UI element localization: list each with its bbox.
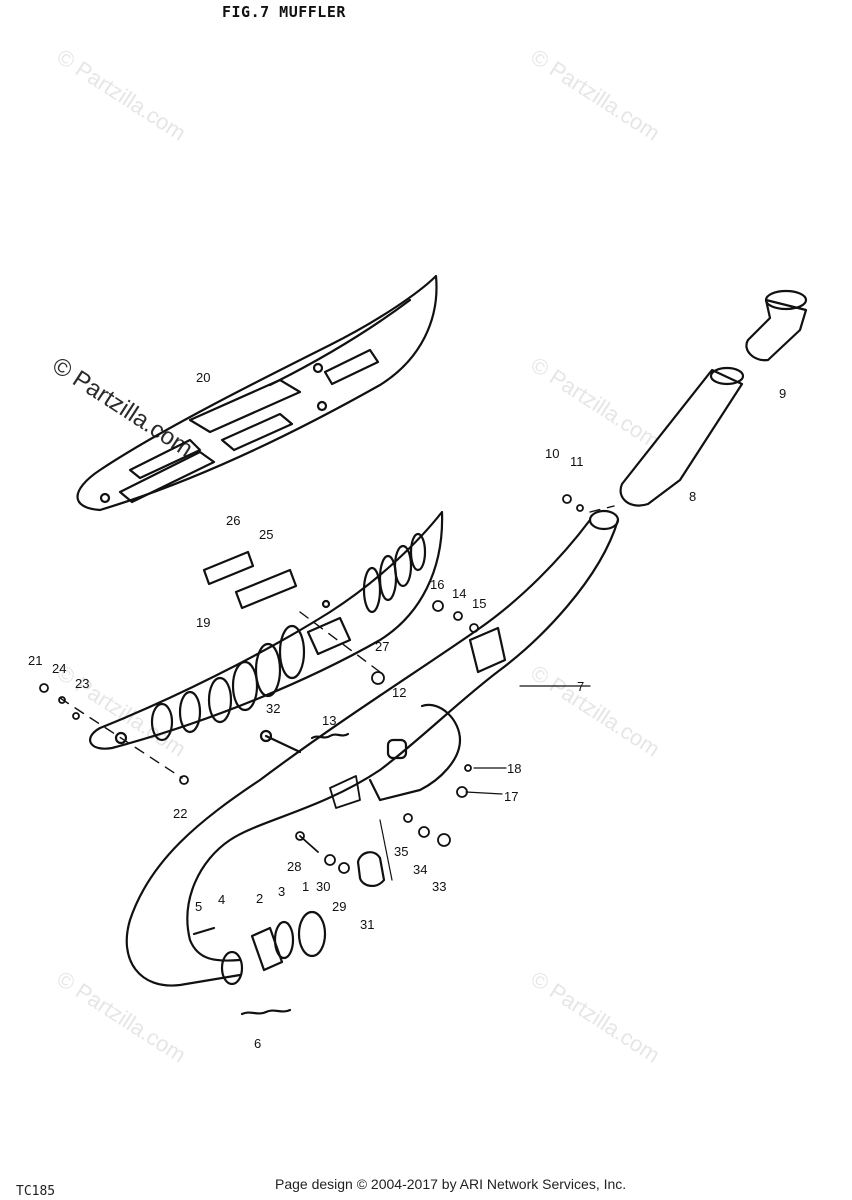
bolt-32 bbox=[264, 734, 302, 754]
callout-22: 22 bbox=[173, 806, 187, 821]
bolt-5 bbox=[192, 926, 216, 936]
bracket-31 bbox=[356, 851, 386, 887]
callout-12: 12 bbox=[392, 685, 406, 700]
callout-7: 7 bbox=[577, 679, 584, 694]
callout-20: 20 bbox=[196, 370, 210, 385]
end-cap bbox=[745, 289, 808, 362]
callout-14: 14 bbox=[452, 586, 466, 601]
callout-10: 10 bbox=[545, 446, 559, 461]
heat-shield-upper bbox=[76, 274, 438, 512]
callout-8: 8 bbox=[689, 489, 696, 504]
callout-35: 35 bbox=[394, 844, 408, 859]
callout-28: 28 bbox=[287, 859, 301, 874]
callout-17: 17 bbox=[504, 789, 518, 804]
gasket-1 bbox=[297, 910, 327, 958]
emblem-plates bbox=[202, 550, 298, 610]
model-code: TC185 bbox=[16, 1184, 56, 1199]
callout-2: 2 bbox=[256, 891, 263, 906]
callout-31: 31 bbox=[360, 917, 374, 932]
callout-24: 24 bbox=[52, 661, 66, 676]
callout-29: 29 bbox=[332, 899, 346, 914]
callout-23: 23 bbox=[75, 676, 89, 691]
callout-25: 25 bbox=[259, 527, 273, 542]
callout-30: 30 bbox=[316, 879, 330, 894]
callout-21: 21 bbox=[28, 653, 42, 668]
callout-labels: 9 8 10 11 20 26 25 16 14 15 19 27 7 21 2… bbox=[28, 370, 786, 1051]
callout-1: 1 bbox=[302, 879, 309, 894]
callout-9: 9 bbox=[779, 386, 786, 401]
callout-13: 13 bbox=[322, 713, 336, 728]
heat-shield-lower bbox=[89, 510, 444, 750]
callout-5: 5 bbox=[195, 899, 202, 914]
spring-6 bbox=[240, 1008, 292, 1016]
callout-15: 15 bbox=[472, 596, 486, 611]
callout-34: 34 bbox=[413, 862, 427, 877]
figure-title: FIG.7 MUFFLER bbox=[222, 3, 346, 21]
callout-26: 26 bbox=[226, 513, 240, 528]
joint-2 bbox=[250, 926, 284, 972]
callout-4: 4 bbox=[218, 892, 225, 907]
callout-16: 16 bbox=[430, 577, 444, 592]
callout-19: 19 bbox=[196, 615, 210, 630]
callout-6: 6 bbox=[254, 1036, 261, 1051]
spring-13 bbox=[310, 732, 350, 740]
tailpipe bbox=[619, 366, 745, 507]
exhaust-pipe bbox=[125, 509, 620, 987]
callout-11: 11 bbox=[570, 454, 584, 469]
footer-credit: Page design © 2004-2017 by ARI Network S… bbox=[275, 1176, 627, 1192]
callout-33: 33 bbox=[432, 879, 446, 894]
callout-3: 3 bbox=[278, 884, 285, 899]
callout-18: 18 bbox=[507, 761, 521, 776]
bushing-12 bbox=[386, 738, 408, 760]
callout-32: 32 bbox=[266, 701, 280, 716]
callout-27: 27 bbox=[375, 639, 389, 654]
